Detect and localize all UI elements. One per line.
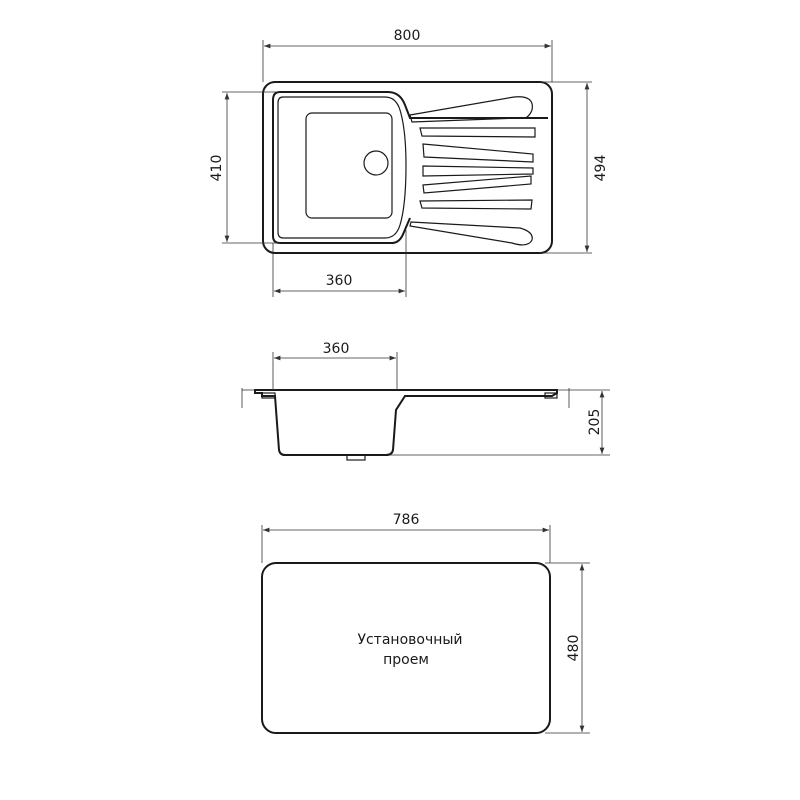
height-480-label: 480 bbox=[566, 635, 582, 662]
bowl-width-360-label: 360 bbox=[326, 273, 353, 289]
depth-494-label: 494 bbox=[593, 155, 609, 182]
sink-profile bbox=[254, 389, 558, 456]
cutout-view: 786 480 Установочный проем bbox=[261, 512, 590, 734]
cutout-caption-line2: проем bbox=[383, 652, 429, 668]
width-800-label: 800 bbox=[394, 28, 421, 44]
cutout-outline bbox=[261, 562, 551, 734]
drainboard-ribs bbox=[409, 96, 536, 246]
drain-outlet bbox=[346, 454, 366, 461]
drain-hole bbox=[363, 150, 389, 176]
side-bowl-360-label: 360 bbox=[323, 341, 350, 357]
height-205-label: 205 bbox=[587, 409, 603, 436]
bowl-rim bbox=[272, 91, 548, 244]
bowl-inner-rim bbox=[277, 96, 407, 239]
top-view: 800 410 494 360 bbox=[209, 28, 609, 297]
width-786-label: 786 bbox=[393, 512, 420, 528]
cutout-caption-line1: Установочный bbox=[357, 632, 462, 648]
height-410-label: 410 bbox=[209, 155, 225, 182]
sink-outline bbox=[262, 81, 553, 254]
side-view: 360 205 bbox=[241, 341, 610, 461]
bowl-bottom bbox=[305, 112, 393, 219]
